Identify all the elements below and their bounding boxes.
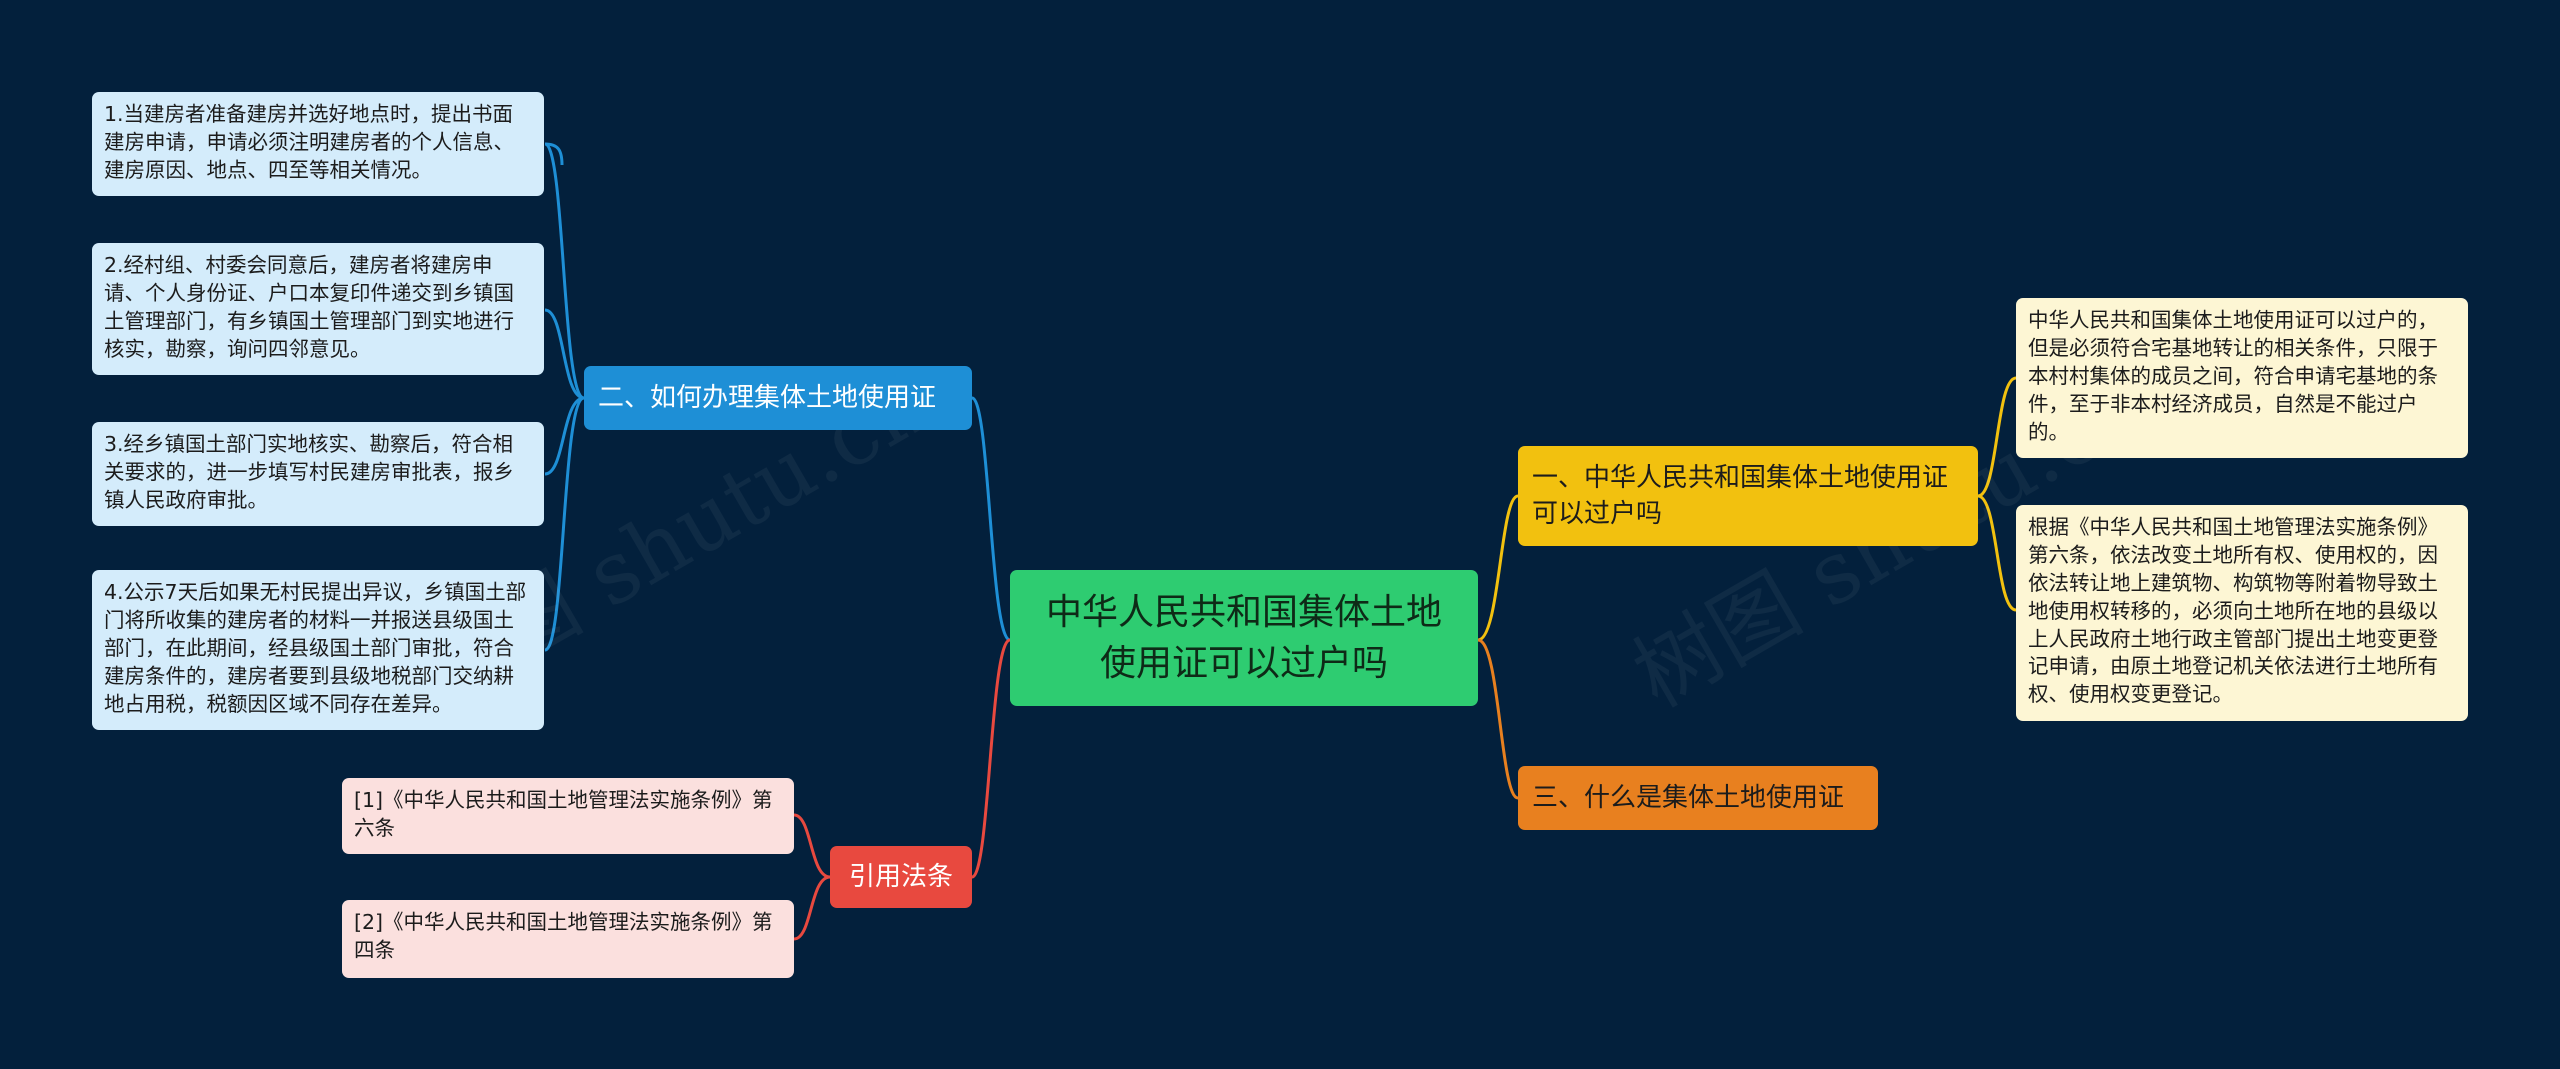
connector-b1-l4 xyxy=(544,396,585,652)
branch-can-transfer-label: 一、中华人民共和国集体土地使用证可以过户吗 xyxy=(1532,462,1949,529)
root-topic-label: 中华人民共和国集体土地使用证可以过户吗 xyxy=(1045,591,1442,684)
leaf-step-3[interactable]: 3.经乡镇国土部门实地核实、勘察后，符合相关要求的，进一步填写村民建房审批表，报… xyxy=(92,422,544,526)
connector-b2-l5 xyxy=(793,813,831,879)
leaf-step-4-text: 4.公示7天后如果无村民提出异议，乡镇国土部门将所收集的建房者的材料一并报送县级… xyxy=(104,580,527,716)
leaf-transfer-answer[interactable]: 中华人民共和国集体土地使用证可以过户的，但是必须符合宅基地转让的相关条件，只限于… xyxy=(2016,298,2468,458)
connector-root-b2 xyxy=(970,638,1011,879)
leaf-step-3-text: 3.经乡镇国土部门实地核实、勘察后，符合相关要求的，进一步填写村民建房审批表，报… xyxy=(104,432,514,512)
root-topic[interactable]: 中华人民共和国集体土地使用证可以过户吗 xyxy=(1010,570,1478,706)
leaf-legal-basis[interactable]: 根据《中华人民共和国土地管理法实施条例》第六条，依法改变土地所有权、使用权的，因… xyxy=(2016,505,2468,721)
connector-b3-l8 xyxy=(1977,494,2017,612)
leaf-legal-basis-text: 根据《中华人民共和国土地管理法实施条例》第六条，依法改变土地所有权、使用权的，因… xyxy=(2028,515,2438,707)
leaf-citation-2[interactable]: [2]《中华人民共和国土地管理法实施条例》第四条 xyxy=(342,900,794,978)
leaf-transfer-answer-text: 中华人民共和国集体土地使用证可以过户的，但是必须符合宅基地转让的相关条件，只限于… xyxy=(2028,308,2438,444)
leaf-step-4[interactable]: 4.公示7天后如果无村民提出异议，乡镇国土部门将所收集的建房者的材料一并报送县级… xyxy=(92,570,544,730)
branch-cited-laws[interactable]: 引用法条 xyxy=(830,846,972,908)
connector-b1-l3 xyxy=(544,396,585,476)
branch-what-is-certificate-label: 三、什么是集体土地使用证 xyxy=(1532,782,1845,813)
connector-root-b3 xyxy=(1477,494,1519,642)
connector-root-b4 xyxy=(1477,638,1519,800)
leaf-step-2[interactable]: 2.经村组、村委会同意后，建房者将建房申请、个人身份证、户口本复印件递交到乡镇国… xyxy=(92,243,544,375)
connector-b1-l1 xyxy=(544,142,585,400)
branch-can-transfer[interactable]: 一、中华人民共和国集体土地使用证可以过户吗 xyxy=(1518,446,1978,546)
leaf-citation-2-text: [2]《中华人民共和国土地管理法实施条例》第四条 xyxy=(354,910,773,962)
branch-how-to-apply[interactable]: 二、如何办理集体土地使用证 xyxy=(584,366,972,430)
leaf-citation-1-text: [1]《中华人民共和国土地管理法实施条例》第六条 xyxy=(354,788,773,840)
connector-root-b1 xyxy=(970,396,1011,642)
leaf-step-1[interactable]: 1.当建房者准备建房并选好地点时，提出书面建房申请，申请必须注明建房者的个人信息… xyxy=(92,92,544,196)
connector-b1-l1-tick xyxy=(544,142,564,166)
leaf-step-1-text: 1.当建房者准备建房并选好地点时，提出书面建房申请，申请必须注明建房者的个人信息… xyxy=(104,102,514,182)
connector-b2-l6 xyxy=(793,875,831,941)
branch-how-to-apply-label: 二、如何办理集体土地使用证 xyxy=(598,382,937,413)
leaf-step-2-text: 2.经村组、村委会同意后，建房者将建房申请、个人身份证、户口本复印件递交到乡镇国… xyxy=(104,253,514,361)
leaf-citation-1[interactable]: [1]《中华人民共和国土地管理法实施条例》第六条 xyxy=(342,778,794,854)
connector-b3-l7 xyxy=(1977,376,2017,498)
branch-what-is-certificate[interactable]: 三、什么是集体土地使用证 xyxy=(1518,766,1878,830)
connector-b1-l2 xyxy=(544,308,585,400)
branch-cited-laws-label: 引用法条 xyxy=(848,861,953,892)
